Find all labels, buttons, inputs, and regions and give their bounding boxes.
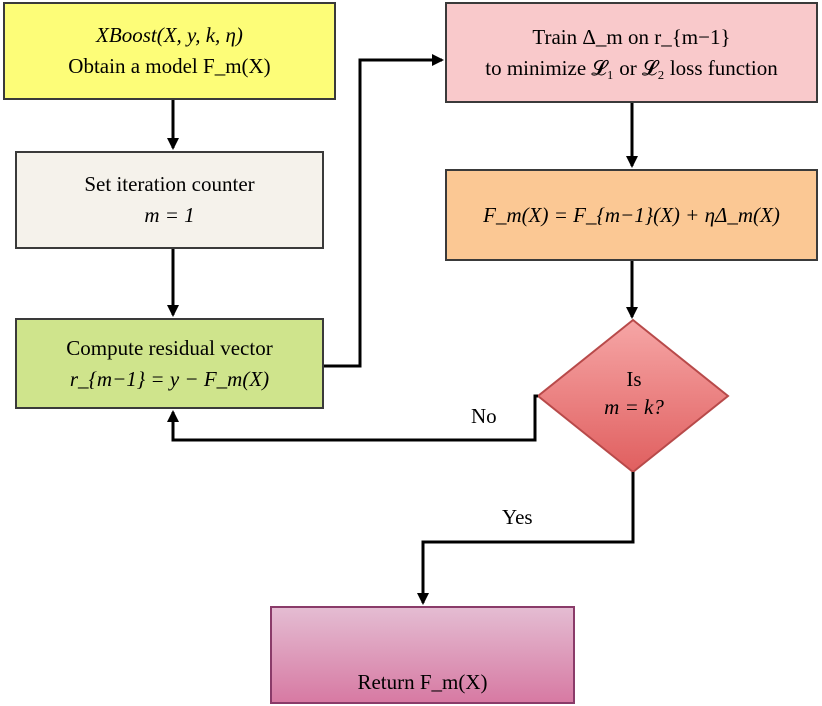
set-counter-line1: Set iteration counter (84, 172, 255, 196)
arrow-residual-to-train (324, 54, 444, 368)
train-line1: Train Δ_m on r_{m−1} (532, 24, 731, 49)
arrow-yes-to-return (417, 472, 635, 605)
node-return: Return F_m(X) (270, 606, 575, 704)
node-set-counter: Set iteration counter m = 1 (15, 151, 324, 249)
update-line1: F_m(X) = F_{m−1}(X) + ηΔ_m(X) (483, 202, 780, 227)
edge-label-yes: Yes (502, 505, 533, 529)
node-xboost: XBoost(X, y, k, η) Obtain a model F_m(X) (3, 2, 336, 100)
decision-label: Is m = k? (560, 365, 708, 421)
node-train: Train Δ_m on r_{m−1} to minimize 𝓛₁ or 𝓛… (445, 2, 818, 103)
return-line1: Return F_m(X) (357, 670, 488, 694)
xboost-line2: Obtain a model F_m(X) (68, 54, 271, 78)
decision-line2: m = k? (604, 395, 664, 419)
arrow-no-to-residual (167, 394, 538, 442)
node-update: F_m(X) = F_{m−1}(X) + ηΔ_m(X) (445, 169, 818, 261)
train-line2: to minimize 𝓛₁ or 𝓛₂ loss function (485, 55, 778, 80)
residual-line1: Compute residual vector (66, 335, 273, 360)
decision-line1: Is (626, 367, 642, 391)
residual-line2: r_{m−1} = y − F_m(X) (69, 366, 270, 391)
node-residual: Compute residual vector r_{m−1} = y − F_… (15, 318, 324, 409)
edge-label-no: No (471, 404, 497, 428)
xboost-line1: XBoost(X, y, k, η) (96, 23, 243, 47)
set-counter-line2: m = 1 (144, 203, 195, 227)
